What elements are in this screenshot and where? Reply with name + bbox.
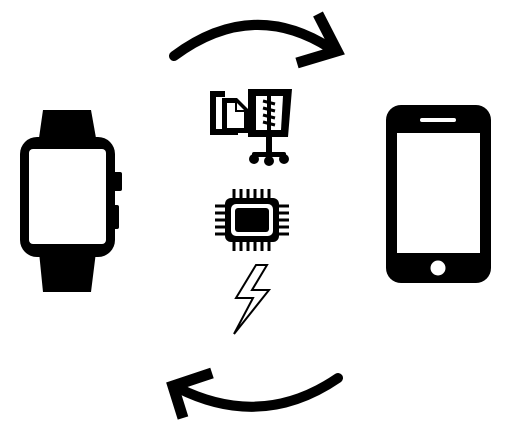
curved-arrow-left-icon [166, 367, 343, 420]
processor-chip-icon [215, 189, 289, 251]
file-compression-icon [210, 89, 292, 166]
lightning-bolt-icon [233, 264, 272, 335]
smartphone-icon [386, 105, 491, 283]
smartwatch-icon [20, 110, 122, 292]
curved-arrow-right-icon [169, 11, 345, 69]
